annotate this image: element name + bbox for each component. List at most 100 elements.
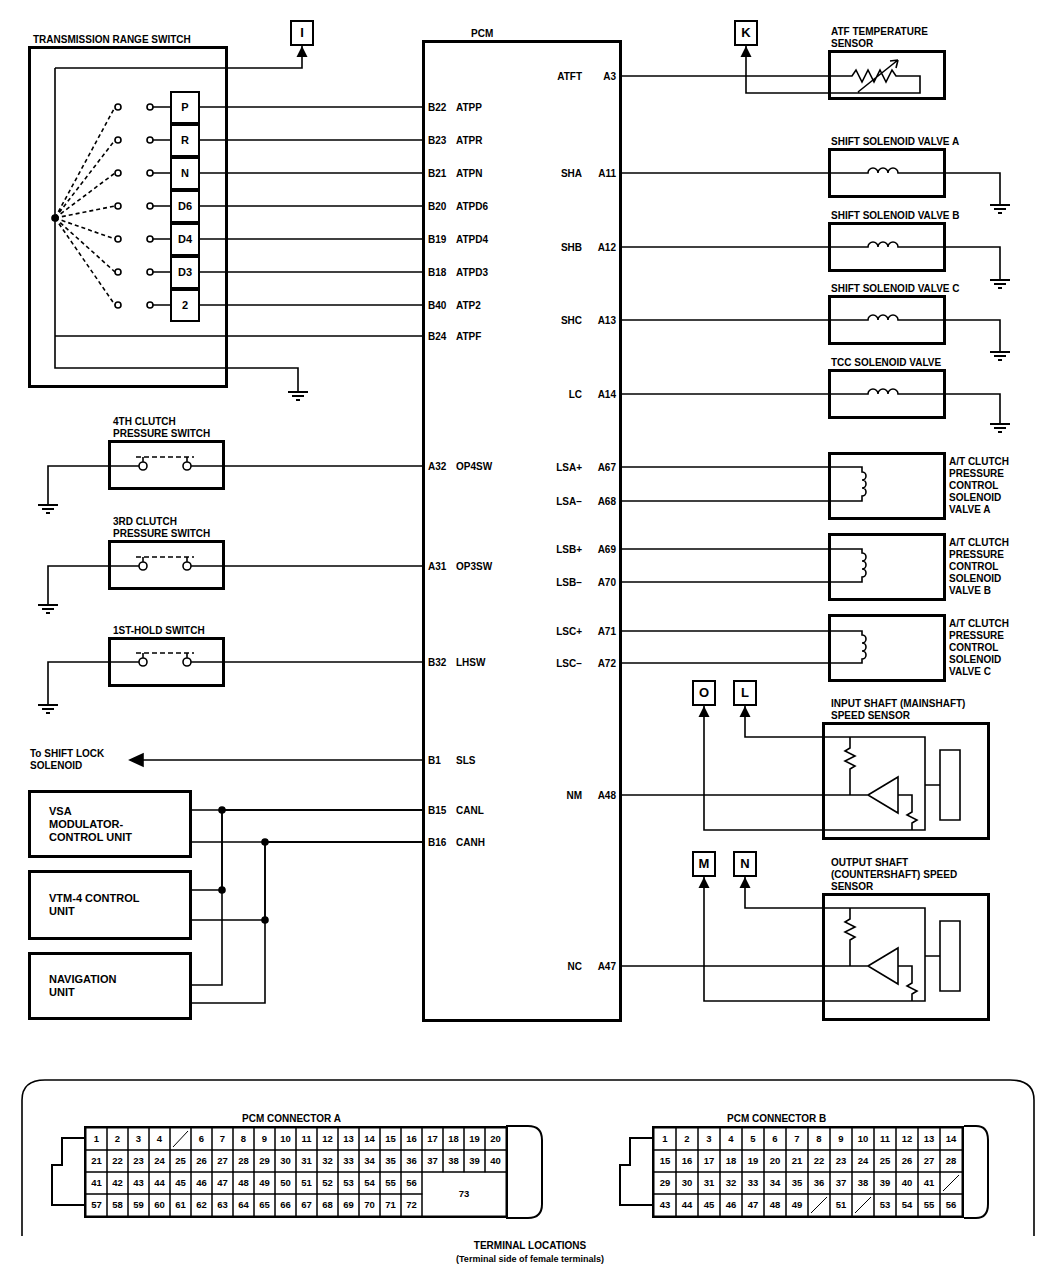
terminal-cell <box>786 1172 808 1194</box>
terminal-cell <box>940 1150 962 1172</box>
part-label: O <box>699 685 709 701</box>
terminal-number: 51 <box>296 1172 317 1194</box>
terminal-cell <box>654 1128 676 1150</box>
terminal-number: 22 <box>107 1150 128 1172</box>
wire <box>622 662 828 664</box>
terminal-cell <box>191 1172 212 1194</box>
signal-name: SHC <box>512 315 582 327</box>
part-heading: SHIFT SOLENOID VALVE B <box>831 210 1011 222</box>
terminal-number: 8 <box>233 1128 254 1150</box>
terminal-cell <box>830 1194 852 1216</box>
terminal-cell <box>808 1172 830 1194</box>
connector-tag: M <box>692 851 716 877</box>
part-heading: TCC SOLENOID VALVE <box>831 357 1011 369</box>
part-label: D4 <box>178 233 192 246</box>
temperature-sensor: ATF TEMPERATURE SENSOR <box>828 50 946 100</box>
terminal-cell <box>359 1150 380 1172</box>
terminal-number: 27 <box>918 1150 940 1172</box>
terminal-number: 25 <box>170 1150 191 1172</box>
terminal-number: 64 <box>233 1194 254 1216</box>
terminal-cell <box>918 1172 940 1194</box>
terminal-number: 29 <box>654 1172 676 1194</box>
terminal-number: 16 <box>401 1128 422 1150</box>
terminal-cell <box>485 1128 506 1150</box>
terminal-number: 38 <box>852 1172 874 1194</box>
part-label: VSA MODULATOR-CONTROL UNIT <box>31 805 141 844</box>
terminal-number: 63 <box>212 1194 233 1216</box>
wiper-pivot <box>52 215 58 221</box>
wire <box>704 877 822 1001</box>
terminal-cell <box>233 1128 254 1150</box>
terminal-cell <box>296 1194 317 1216</box>
switch-contact <box>115 104 153 308</box>
terminal-number: 57 <box>86 1194 107 1216</box>
pin-number: A32 <box>428 461 446 473</box>
terminal-number: 61 <box>170 1194 191 1216</box>
part-label: N <box>181 167 189 180</box>
terminal-cell <box>720 1128 742 1150</box>
terminal-cell <box>296 1128 317 1150</box>
terminal-cell <box>338 1194 359 1216</box>
wire <box>704 706 822 830</box>
terminal-number: 1 <box>654 1128 676 1150</box>
terminal-number: 36 <box>808 1172 830 1194</box>
blocked-terminal <box>940 1172 962 1194</box>
note-text: TERMINAL LOCATIONS <box>380 1240 680 1252</box>
terminal-cell <box>720 1194 742 1216</box>
terminal-cell <box>359 1194 380 1216</box>
terminal-cell <box>786 1128 808 1150</box>
terminal-number: 51 <box>830 1194 852 1216</box>
speed-sensor-circuit <box>822 908 960 1001</box>
hold-switch: 1ST-HOLD SWITCH <box>108 637 225 687</box>
terminal-number: 60 <box>149 1194 170 1216</box>
terminal-number: 53 <box>338 1172 359 1194</box>
wire <box>200 205 422 207</box>
signal-name: CANL <box>456 805 484 817</box>
linear-solenoid-coil <box>828 467 866 663</box>
signal-name: SHA <box>512 168 582 180</box>
signal-name: SHB <box>512 242 582 254</box>
terminal-cell <box>380 1194 401 1216</box>
speed-sensor: OUTPUT SHAFT (COUNTERSHAFT) SPEED SENSOR <box>822 893 990 1021</box>
terminal-cell <box>128 1150 149 1172</box>
solenoid-valve: TCC SOLENOID VALVE <box>828 369 946 419</box>
terminal-number: 45 <box>170 1172 191 1194</box>
terminal-number: 55 <box>918 1194 940 1216</box>
wire <box>745 877 822 908</box>
pin-number: A31 <box>428 561 446 573</box>
signal-name: ATPN <box>456 168 482 180</box>
terminal-number: 21 <box>786 1150 808 1172</box>
terminal-cell <box>808 1150 830 1172</box>
terminal-number: 4 <box>149 1128 170 1150</box>
terminal-number: 1 <box>86 1128 107 1150</box>
terminal-cell <box>191 1194 212 1216</box>
part-label: L <box>741 685 749 701</box>
pin-number: B23 <box>428 135 446 147</box>
signal-name: OP3SW <box>456 561 492 573</box>
terminal-cell <box>191 1128 212 1150</box>
connector-tag: O <box>692 680 716 706</box>
connector-tag: K <box>734 20 758 46</box>
terminal-cell <box>830 1128 852 1150</box>
switch-position: D4 <box>170 223 200 256</box>
terminal-number: 47 <box>742 1194 764 1216</box>
connector-tag: I <box>290 20 314 46</box>
terminal-number: 38 <box>443 1150 464 1172</box>
terminal-number: 26 <box>191 1150 212 1172</box>
terminal-number: 37 <box>830 1172 852 1194</box>
terminal-number: 9 <box>254 1128 275 1150</box>
terminal-number: 16 <box>676 1150 698 1172</box>
terminal-number: 33 <box>338 1150 359 1172</box>
switch-position: 2 <box>170 289 200 322</box>
wire <box>622 172 828 174</box>
wire <box>622 319 828 321</box>
terminal-cell <box>86 1150 107 1172</box>
terminal-cell <box>852 1172 874 1194</box>
terminal-cell <box>212 1150 233 1172</box>
terminal-number: 23 <box>128 1150 149 1172</box>
terminal-cell <box>443 1128 464 1150</box>
terminal-number: 54 <box>896 1194 918 1216</box>
solenoid-valve: A/T CLUTCH PRESSURE CONTROL SOLENOID VAL… <box>828 533 946 601</box>
wire <box>622 75 828 77</box>
pin-number: A68 <box>586 496 616 508</box>
